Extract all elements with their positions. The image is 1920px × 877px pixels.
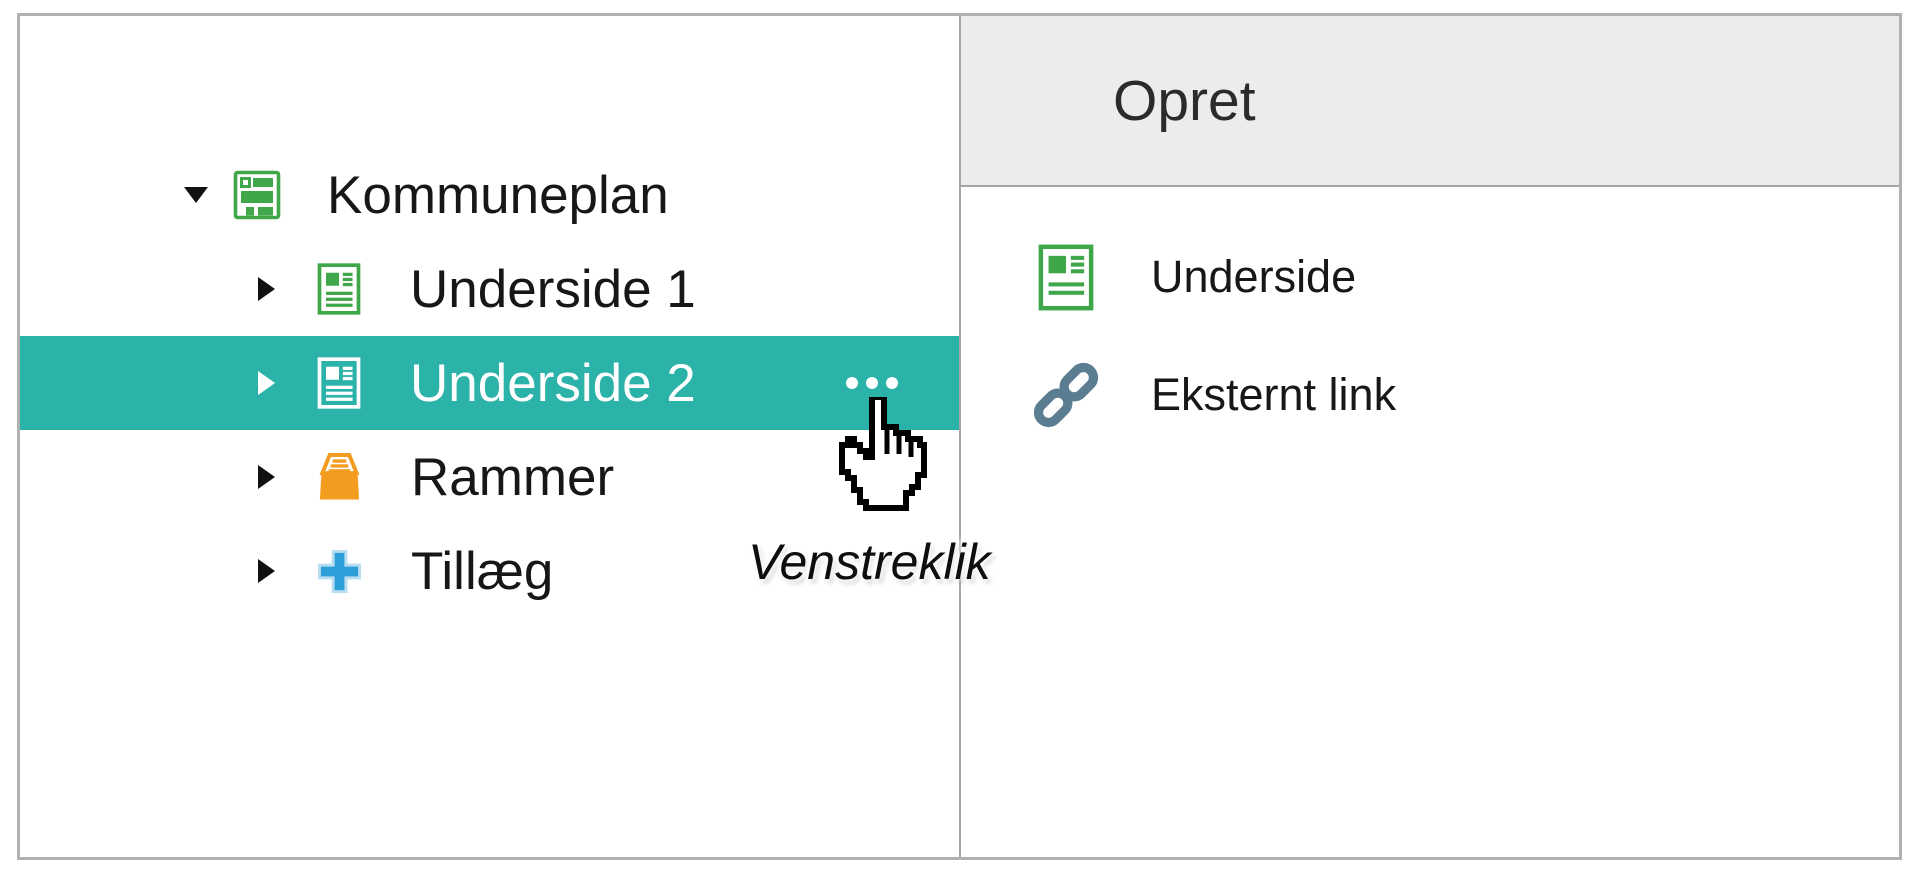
- expand-toggle[interactable]: [251, 371, 281, 395]
- page-icon: [317, 357, 361, 409]
- hand-cursor-icon: [836, 394, 929, 522]
- caret-right-icon: [257, 465, 275, 489]
- menu-item-label: Eksternt link: [1151, 369, 1397, 420]
- tree-item-label: Underside 1: [410, 259, 696, 319]
- create-menu-title: Opret: [1113, 68, 1256, 133]
- create-menu-panel: Opret Underside: [959, 16, 1899, 857]
- tree-item-kommuneplan[interactable]: Kommuneplan: [20, 148, 959, 242]
- cursor-hint-label: Venstreklik: [748, 534, 991, 590]
- expand-toggle[interactable]: [251, 277, 281, 301]
- site-icon: [233, 170, 281, 220]
- page-tree-panel: Kommuneplan Underside 1: [20, 16, 959, 857]
- page-icon: [317, 263, 361, 315]
- tree-item-underside-2[interactable]: Underside 2: [20, 336, 959, 430]
- tree-item-rammer[interactable]: Rammer: [20, 430, 959, 524]
- caret-right-icon: [257, 559, 275, 583]
- caret-right-icon: [257, 277, 275, 301]
- link-icon: [1029, 357, 1103, 433]
- caret-down-icon: [184, 187, 208, 203]
- tree-item-label: Tillæg: [411, 541, 554, 601]
- tree-item-label: Underside 2: [410, 353, 696, 413]
- plus-icon: [317, 549, 362, 594]
- menu-item-eksternt-link[interactable]: Eksternt link: [961, 336, 1899, 454]
- page-icon: [1029, 244, 1103, 311]
- tree-item-underside-1[interactable]: Underside 1: [20, 242, 959, 336]
- create-menu-body: Underside Eksternt link: [961, 187, 1899, 454]
- expand-toggle[interactable]: [251, 559, 281, 583]
- page-tree: Kommuneplan Underside 1: [20, 16, 959, 618]
- expand-toggle[interactable]: [181, 187, 211, 203]
- expand-toggle[interactable]: [251, 465, 281, 489]
- ellipsis-icon[interactable]: [846, 377, 898, 389]
- tree-item-tillaeg[interactable]: Tillæg: [20, 524, 959, 618]
- caret-right-icon: [257, 371, 275, 395]
- menu-item-underside[interactable]: Underside: [961, 218, 1899, 336]
- menu-item-label: Underside: [1151, 251, 1357, 302]
- plan-editor-window: Kommuneplan Underside 1: [17, 13, 1902, 860]
- tree-item-label: Rammer: [411, 447, 615, 507]
- create-menu-header: Opret: [961, 16, 1899, 187]
- drawer-icon: [317, 452, 362, 502]
- tree-item-label: Kommuneplan: [327, 165, 669, 225]
